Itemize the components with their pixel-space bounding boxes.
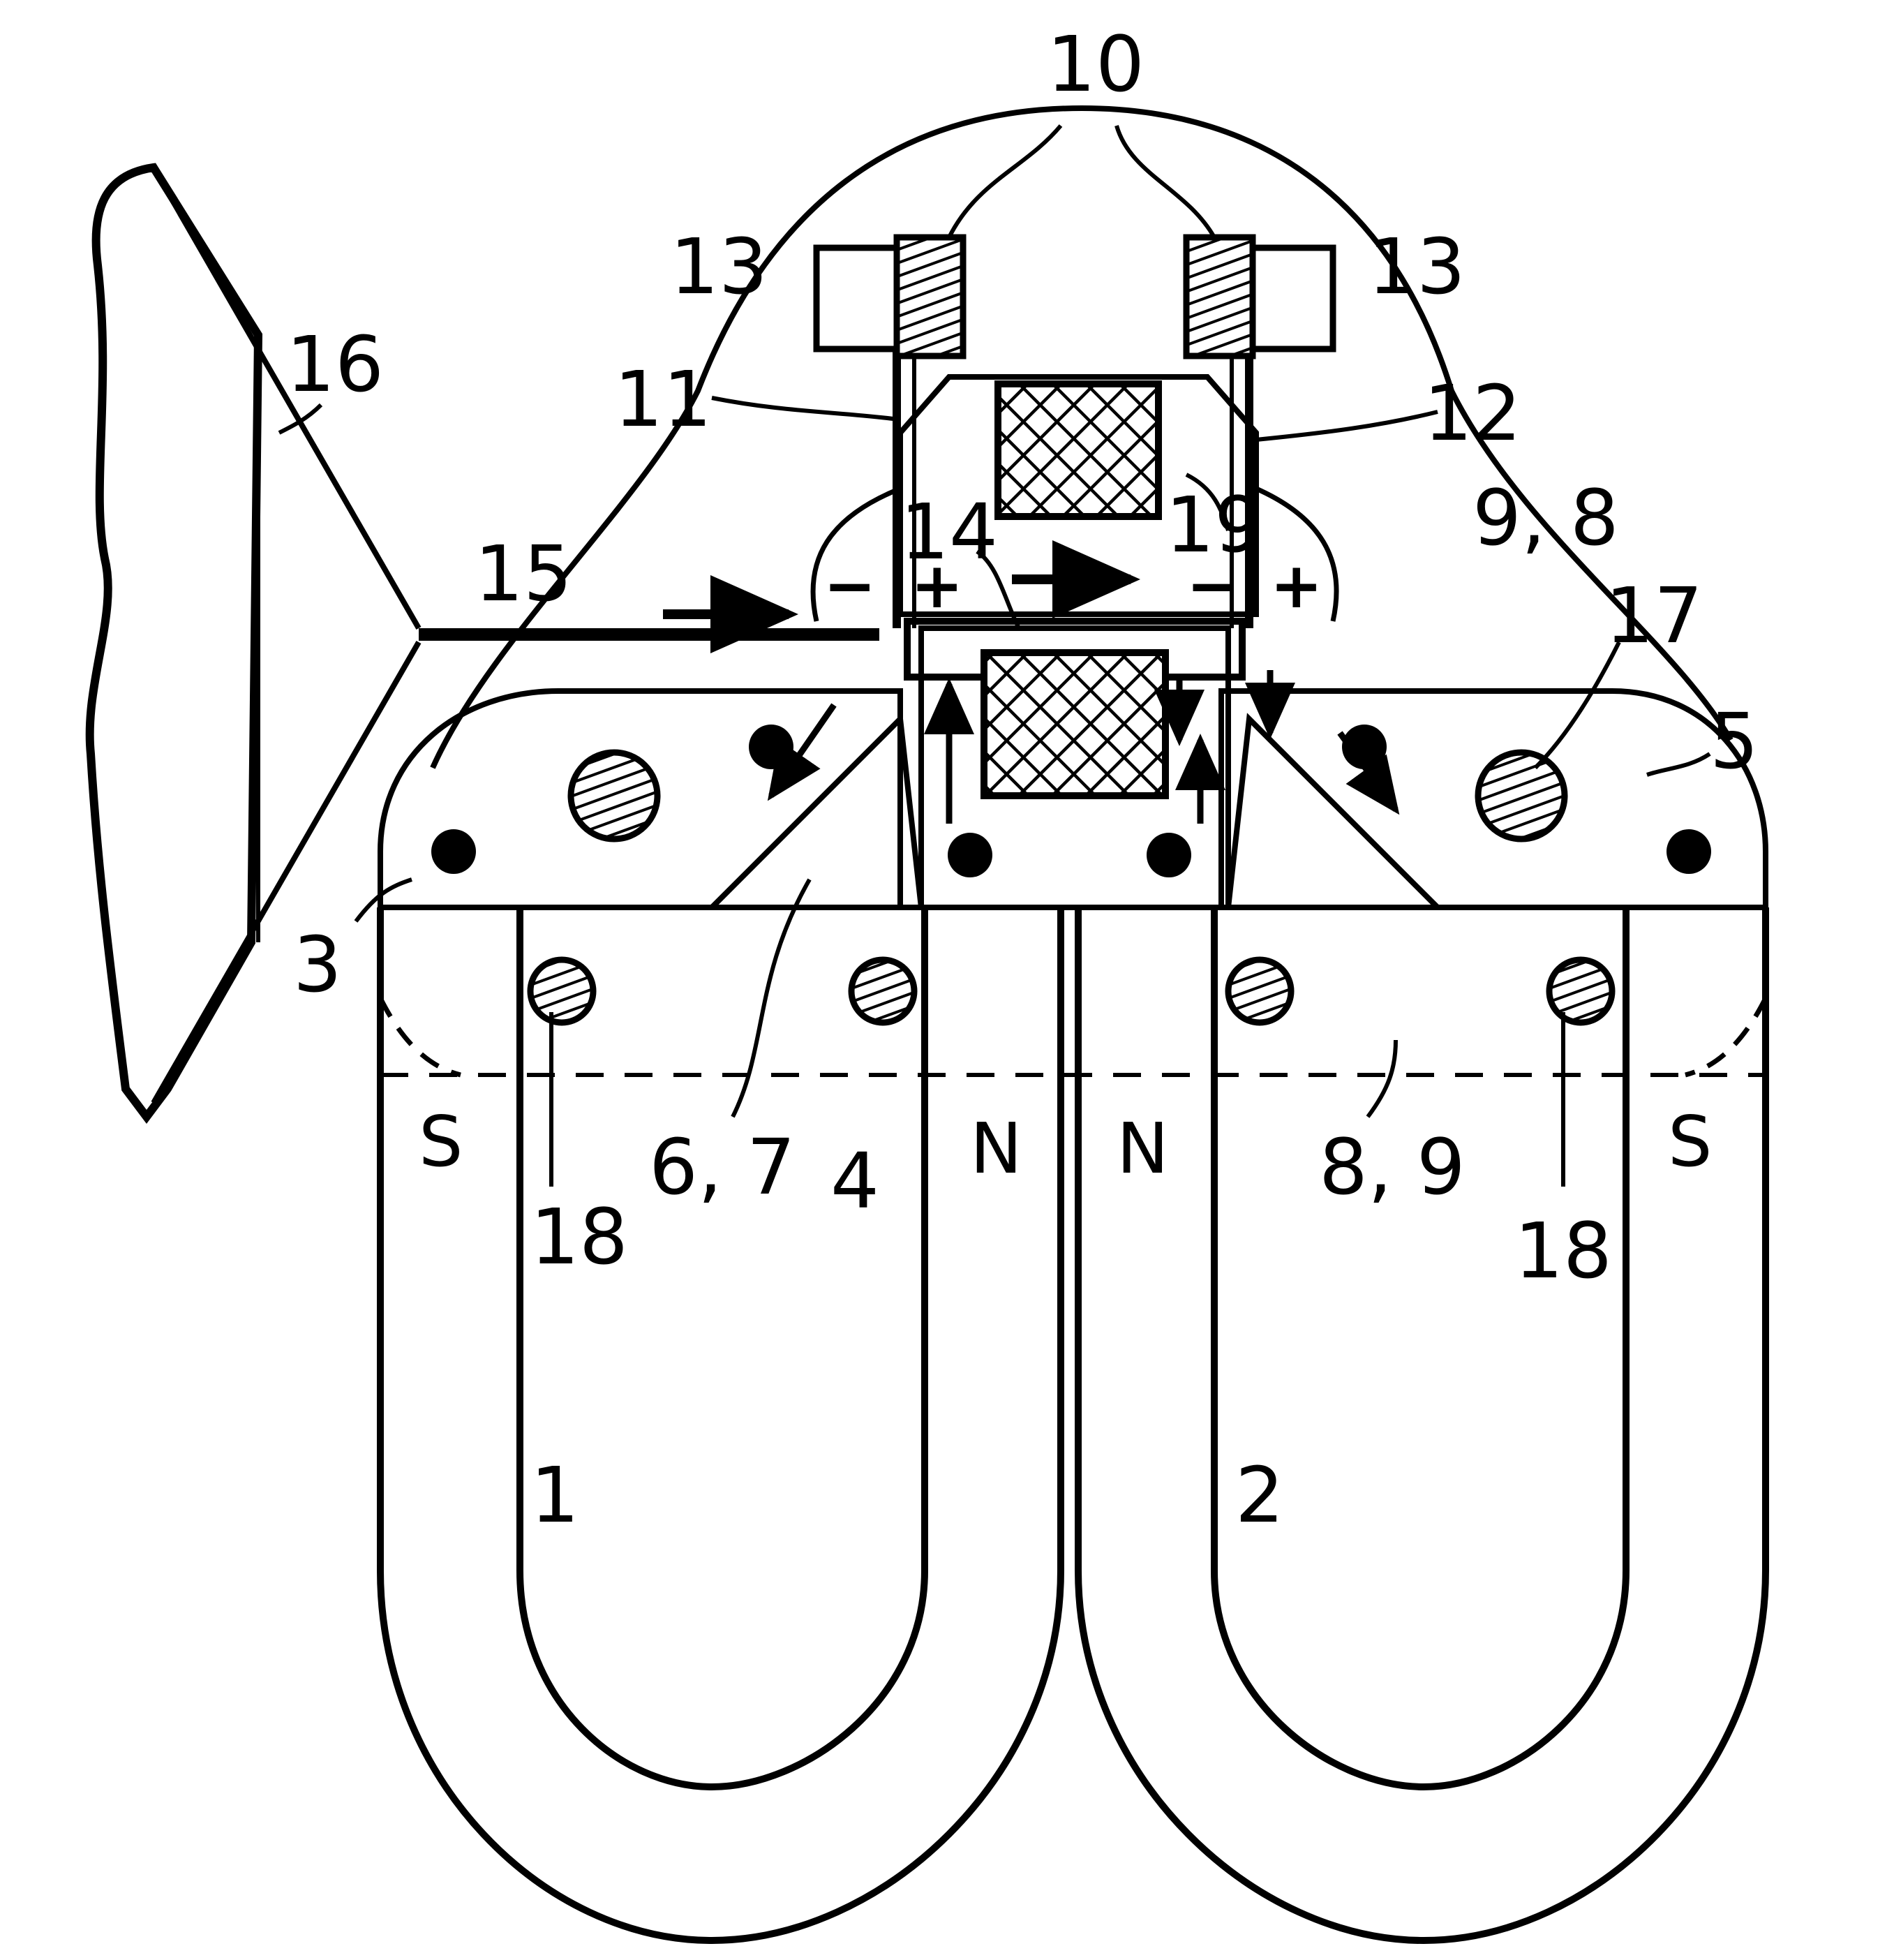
bolt-17-right <box>1475 749 1568 842</box>
label-19: 19 <box>1165 480 1263 570</box>
bolt-18-right <box>1546 956 1616 1026</box>
pole-s-right: S <box>1668 1101 1712 1182</box>
coil-lower <box>980 649 1169 799</box>
pole-n-right: N <box>1117 1108 1169 1189</box>
rivet <box>749 725 793 769</box>
propeller-blade <box>85 163 263 1124</box>
pole-shoe-left <box>705 713 925 910</box>
label-13-right: 13 <box>1368 222 1466 311</box>
rivet <box>948 833 992 877</box>
label-16: 16 <box>286 320 384 409</box>
label-15: 15 <box>475 529 572 618</box>
flux-arrow <box>1337 731 1400 815</box>
rivet <box>1147 833 1191 877</box>
flux-arrow <box>767 703 837 801</box>
magnet-2-outer <box>1075 907 1769 1945</box>
leader-89 <box>1366 1039 1398 1118</box>
sign-minus-right: − <box>1186 549 1239 623</box>
sign-plus-right: + <box>1270 549 1322 623</box>
bolt-18-inner-right <box>1225 956 1295 1026</box>
label-13-left: 13 <box>670 222 768 311</box>
rivet <box>1666 829 1711 874</box>
label-3: 3 <box>293 920 342 1009</box>
leader-17 <box>1533 641 1621 770</box>
pole-s-left: S <box>419 1101 463 1182</box>
leader-12 <box>1255 410 1438 442</box>
terminal-screw-right <box>1183 234 1256 359</box>
label-12: 12 <box>1424 369 1521 458</box>
magnet-1-outer <box>377 907 1064 1945</box>
leader-19 <box>1185 473 1230 531</box>
terminal-block-left <box>813 244 900 352</box>
label-9-8: 9, 8 <box>1472 473 1619 563</box>
leader-11 <box>711 396 894 421</box>
rivet <box>431 829 476 874</box>
label-14: 14 <box>900 487 998 577</box>
magnet-1-inner <box>516 907 928 1791</box>
label-10: 10 <box>1047 20 1144 109</box>
magnet-2-inner <box>1211 907 1630 1791</box>
bolt-17-left <box>567 749 661 842</box>
leader-10-right <box>1114 125 1216 239</box>
coil-upper <box>994 380 1162 520</box>
label-4: 4 <box>830 1136 879 1226</box>
leader-67 <box>731 878 812 1118</box>
inner-housing <box>810 433 1339 622</box>
label-17: 17 <box>1605 571 1703 660</box>
label-18-right: 18 <box>1514 1206 1612 1295</box>
sign-minus-left: − <box>823 549 876 623</box>
label-1: 1 <box>530 1450 579 1540</box>
bolt-18-left <box>527 956 597 1026</box>
flux-arc-left <box>378 997 461 1078</box>
leader-10-left <box>947 124 1063 239</box>
label-18-left: 18 <box>530 1192 628 1282</box>
pole-n-left: N <box>970 1108 1022 1189</box>
leader-16 <box>278 403 323 435</box>
leader-3 <box>354 877 412 923</box>
terminal-screw-left <box>893 234 967 359</box>
shaft <box>419 628 879 641</box>
propeller-hub-line <box>151 166 422 630</box>
label-2: 2 <box>1235 1450 1284 1540</box>
label-6-7: 6, 7 <box>649 1122 796 1212</box>
bolt-18-inner-left <box>848 956 918 1026</box>
leader-14 <box>976 549 1021 630</box>
propeller-hub-line-3 <box>151 641 422 1104</box>
housing-outline <box>430 105 1733 769</box>
sign-plus-left: + <box>911 549 963 623</box>
label-8-9: 8, 9 <box>1319 1122 1466 1212</box>
label-5: 5 <box>1710 697 1759 786</box>
pole-shoe-right <box>1225 713 1445 910</box>
leader-5 <box>1646 752 1711 777</box>
terminal-block-right <box>1249 244 1336 352</box>
flux-arc-right <box>1685 997 1768 1078</box>
yoke-plate <box>378 688 1768 910</box>
label-11: 11 <box>614 355 712 444</box>
